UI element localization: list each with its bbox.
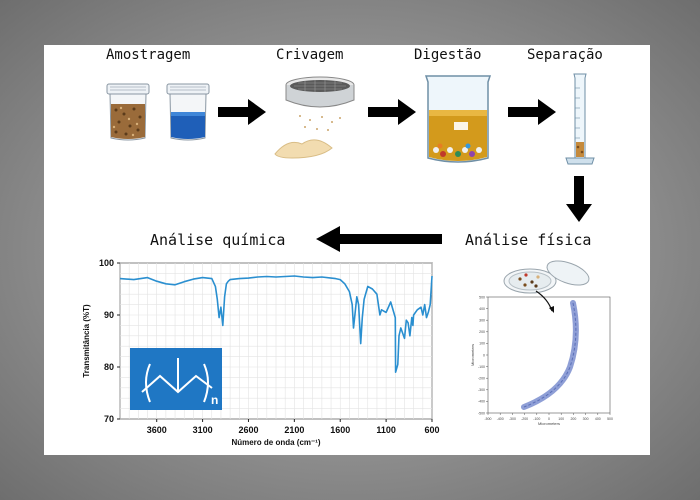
graduated-cylinder-icon [565, 73, 595, 165]
petri-dish-inner [508, 271, 552, 291]
micro-y-tick-label: 0 [483, 353, 485, 357]
arrow-right-icon [508, 99, 556, 125]
x-tick-label: 3100 [193, 425, 213, 435]
x-tick-label: 1600 [330, 425, 350, 435]
x-tick-label: 1100 [376, 425, 396, 435]
micro-y-tick-label: -300 [478, 388, 485, 392]
x-tick-label: 3600 [147, 425, 167, 435]
micro-x-axis-label: Micrometers [538, 421, 560, 426]
petri-dish-lid-icon [546, 260, 590, 286]
arrow-right-icon [368, 99, 416, 125]
micro-y-tick-label: 400 [479, 307, 485, 311]
polymer-subscript: n [211, 393, 218, 407]
micro-x-tick-label: -100 [533, 417, 540, 421]
micro-y-tick-label: 200 [479, 330, 485, 334]
y-tick-label: 80 [104, 362, 114, 372]
micro-x-tick-label: -300 [509, 417, 516, 421]
x-tick-label: 600 [424, 425, 439, 435]
particle [524, 273, 528, 277]
micro-x-tick-label: -500 [484, 417, 491, 421]
beaker-icon [424, 75, 492, 163]
y-tick-label: 100 [99, 258, 114, 268]
micro-y-tick-label: 300 [479, 319, 485, 323]
grid [119, 262, 433, 420]
callout-arrow-head [549, 306, 554, 313]
micro-y-tick-label: -400 [478, 400, 485, 404]
x-axis-label: Número de onda (cm⁻¹) [231, 438, 320, 447]
microfiber-texture [523, 302, 577, 408]
micro-y-tick-label: 100 [479, 342, 485, 346]
micro-x-tick-label: 500 [607, 417, 613, 421]
arrow-left-icon [316, 226, 442, 252]
y-tick-label: 90 [104, 310, 114, 320]
micro-x-tick-label: -400 [497, 417, 504, 421]
micro-x-tick-label: -200 [521, 417, 528, 421]
step-label-crivagem: Crivagem [276, 47, 344, 63]
ir-spectrum-chart: 3600 3100 2600 2100 1600 1100 600 100 90 80 70Núme… [82, 258, 440, 447]
arrow-right-icon [218, 99, 266, 125]
sample-jar-water-icon [166, 83, 210, 141]
polypropylene-structure-icon [141, 358, 213, 403]
x-tick-label: 2600 [238, 425, 258, 435]
micro-x-tick-label: 400 [595, 417, 601, 421]
step-label-amostragem: Amostragem [106, 47, 191, 63]
micro-y-tick-label: 500 [479, 295, 485, 299]
x-tick-label: 2100 [284, 425, 304, 435]
particle [534, 284, 538, 288]
micro-y-axis-label: Micrometers [470, 344, 475, 366]
spectrum-line [119, 275, 433, 373]
micro-x-tick-label: 100 [558, 417, 564, 421]
step-label-separacao: Separação [527, 47, 603, 63]
micro-x-tick-label: 0 [548, 417, 550, 421]
step-label-digestao: Digestão [414, 47, 482, 63]
y-tick-label: 70 [104, 414, 114, 424]
step-label-analise-fisica: Análise física [465, 231, 592, 249]
step-label-analise-quimica: Análise química [150, 231, 286, 249]
particle [536, 275, 540, 279]
micro-y-tick-label: -100 [478, 365, 485, 369]
micro-x-tick-label: 200 [570, 417, 576, 421]
sieve-icon [274, 76, 355, 159]
particle [518, 277, 522, 281]
arrow-down-icon [566, 176, 592, 222]
micro-x-tick-label: 300 [583, 417, 589, 421]
micrograph-plot: -500 -400 -300 -200 -100 0 100 200 300 400 500 500 4… [470, 260, 613, 426]
y-axis-label: Transmitância (%T) [82, 304, 91, 378]
sample-jar-sediment-icon [106, 83, 150, 141]
micro-y-tick-label: -500 [478, 411, 485, 415]
particle [523, 283, 527, 287]
micro-y-tick-label: -200 [478, 377, 485, 381]
particle [530, 280, 534, 284]
